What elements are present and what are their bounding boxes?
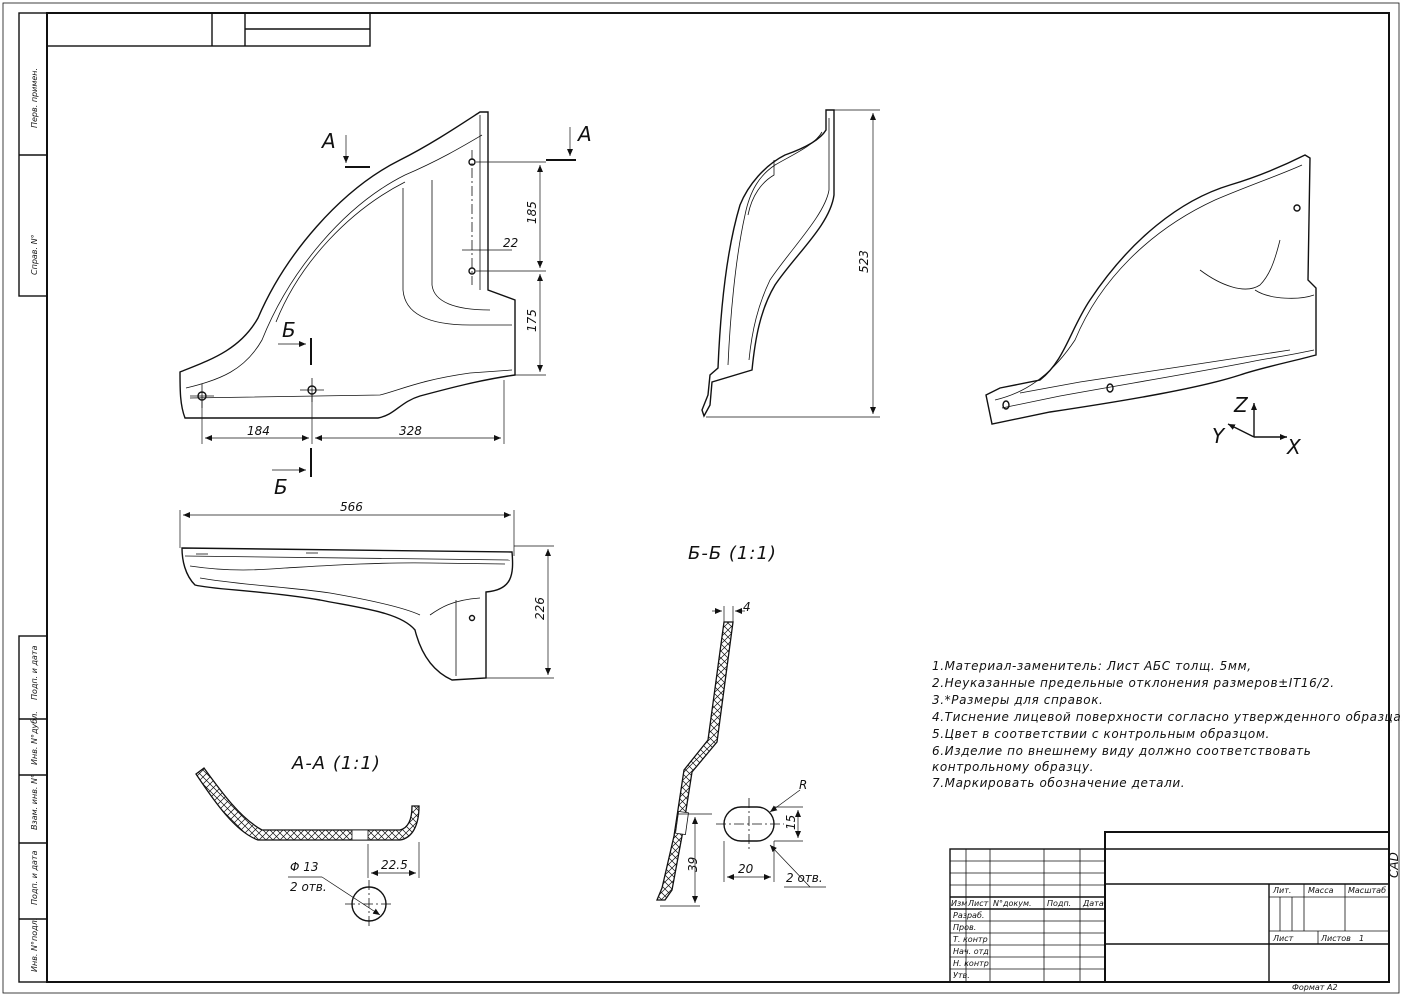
dim-radius: R [799, 778, 807, 792]
holes-count-aa: 2 отв. [290, 880, 327, 894]
dim-185: 185 [525, 201, 539, 224]
main-view: A A Б Б 185 22 175 184 328 [179, 111, 592, 499]
side-stamp: Перв. примен. Справ. N° Подп. и дата Инв… [18, 12, 48, 983]
axis-y-label: Y [1212, 424, 1226, 448]
dim-phi13: Φ 13 [290, 860, 319, 874]
top-stamp [46, 12, 371, 47]
dim-15: 15 [784, 815, 798, 830]
dim-328: 328 [399, 424, 422, 438]
mount-hole [1293, 204, 1301, 212]
axis-z-label: Z [1233, 393, 1249, 417]
dim-4: 4 [743, 600, 751, 614]
cut-b-bottom-label: Б [274, 475, 288, 499]
slot-detail [716, 789, 826, 888]
dim-20: 20 [738, 862, 754, 876]
tb-massa: Масса [1308, 886, 1334, 895]
dim-22-5: 22.5 [381, 858, 408, 872]
side-label-inv-podl: Инв. N°подл. [30, 918, 39, 972]
note-line: 6.Изделие по внешнему виду должно соотве… [932, 744, 1311, 758]
mount-hole [468, 614, 476, 622]
side-label-podp-data-1: Подп. и дата [30, 645, 39, 700]
note-line: 3.*Размеры для справок. [932, 693, 1103, 707]
tb-listov: Листов [1320, 934, 1351, 943]
dim-184: 184 [247, 424, 270, 438]
technical-notes: 1.Материал-заменитель: Лист АБС толщ. 5м… [932, 659, 1402, 790]
tb-col-list: Лист [967, 899, 989, 908]
cut-a-left-label: A [320, 129, 336, 153]
note-line: 7.Маркировать обозначение детали. [932, 776, 1185, 790]
side-label-sprav: Справ. N° [30, 234, 39, 275]
tb-format: Формат A2 [1292, 983, 1338, 992]
dim-22: 22 [503, 236, 518, 250]
tb-t-kontr: Т. контр [953, 935, 988, 944]
tb-col-podp: Подп. [1047, 899, 1071, 908]
note-line: контрольному образцу. [932, 760, 1094, 774]
dim-226: 226 [533, 597, 547, 620]
tb-utv: Утв. [953, 971, 970, 980]
tb-nach-otd: Нач. отд [953, 947, 989, 956]
tb-col-data: Дата [1082, 899, 1104, 908]
dim-523: 523 [857, 250, 871, 273]
hole-detail [288, 876, 393, 928]
tb-n-kontr: Н. контр [953, 959, 989, 968]
holes-count-bb: 2 отв. [786, 871, 823, 885]
tb-list: Лист [1272, 934, 1294, 943]
mount-hole [1002, 400, 1010, 410]
section-aa-title: A-A (1:1) [291, 753, 381, 774]
cut-a-right-label: A [576, 122, 592, 146]
dim-39: 39 [686, 857, 700, 872]
tb-prov: Пров. [953, 923, 976, 932]
isometric-view: Z Y X [985, 154, 1317, 459]
note-line: 1.Материал-заменитель: Лист АБС толщ. 5м… [932, 659, 1252, 673]
dim-175: 175 [525, 309, 539, 332]
side-label-inv-dubl: Инв. N°дубл. [30, 711, 39, 765]
side-label-podp-data-2: Подп. и дата [30, 850, 39, 905]
section-bb-title: Б-Б (1:1) [688, 543, 777, 564]
tb-col-ndokum: N°докум. [993, 899, 1032, 908]
top-view: 566 226 [179, 500, 554, 681]
title-block: Лит. Масса Масштаб Лист Листов 1 Формат … [949, 831, 1401, 992]
dim-566: 566 [340, 500, 363, 514]
section-aa: A-A (1:1) 22.5 Φ 13 2 отв. [195, 753, 420, 928]
tb-lit: Лит. [1272, 886, 1291, 895]
side-view: 523 [701, 109, 880, 418]
side-label-perv-primen: Перв. примен. [30, 68, 39, 128]
tb-masshtab: Масштаб [1348, 886, 1386, 895]
note-line: 2.Неуказанные предельные отклонения разм… [932, 676, 1335, 690]
note-line: 5.Цвет в соответствии с контрольным обра… [932, 727, 1270, 741]
tb-razrab: Разраб. [953, 911, 984, 920]
section-bb: Б-Б (1:1) 4 39 15 20 R [656, 543, 826, 907]
tb-listov-value: 1 [1359, 934, 1364, 943]
tb-col-izm: Изм [951, 899, 967, 908]
side-label-vzam-inv: Взам. инв. N° [30, 774, 39, 830]
tb-cad: CAD [1387, 852, 1401, 878]
axis-x-label: X [1286, 435, 1302, 459]
cut-b-top-label: Б [282, 318, 296, 342]
mount-hole [1106, 383, 1114, 393]
axis-triad: Z Y X [1212, 393, 1302, 459]
note-line: 4.Тиснение лицевой поверхности согласно … [932, 710, 1402, 724]
